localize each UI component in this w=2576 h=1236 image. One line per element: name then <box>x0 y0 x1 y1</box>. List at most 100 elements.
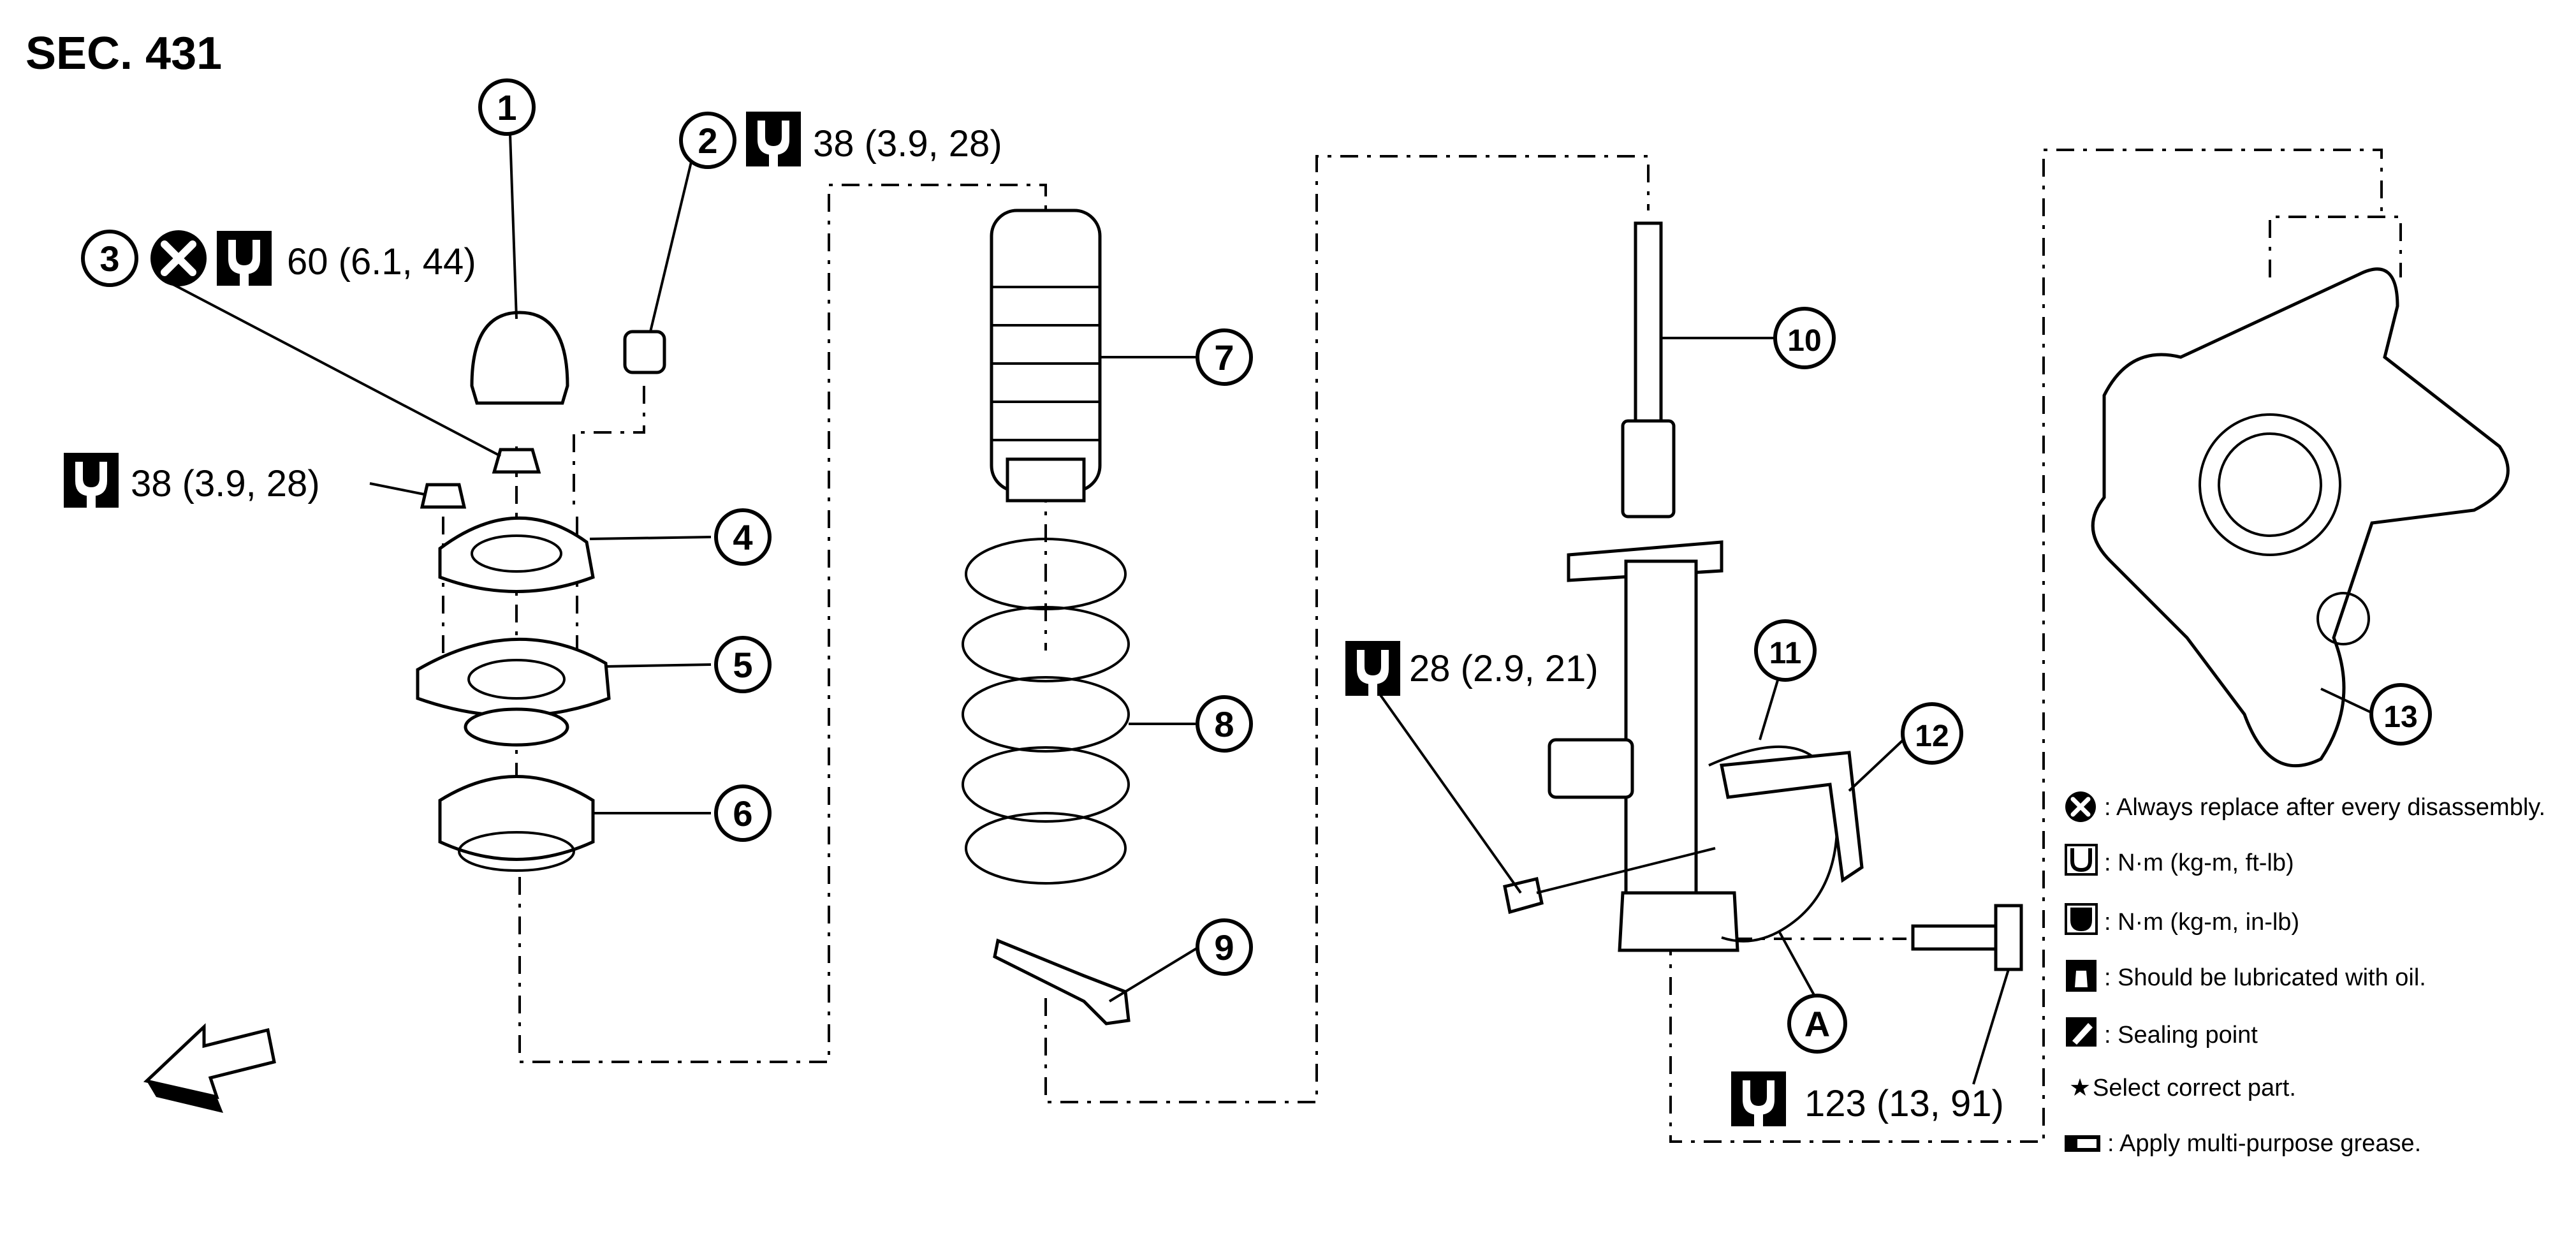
torque-label-nut-left: 38 (3.9, 28) <box>131 463 320 504</box>
svg-text:6: 6 <box>733 793 752 834</box>
callout-4: 4 <box>714 508 772 566</box>
callout-13: 13 <box>2369 683 2432 746</box>
nut-part-left <box>420 483 467 509</box>
mount-plate-part <box>438 516 595 593</box>
insulator-dash-line <box>573 386 645 510</box>
dust-cap-part <box>470 311 569 405</box>
legend-sealing-point-icon <box>2066 1017 2097 1047</box>
torque-wrench-icon-nut-left <box>64 453 119 508</box>
strut-bolt-mid <box>1503 876 1544 915</box>
vehicle-front-arrow-icon <box>143 1023 276 1100</box>
callout-7: 7 <box>1196 328 1253 386</box>
svg-text:5: 5 <box>733 645 752 685</box>
leader-bolt-bottom <box>1972 969 2010 1085</box>
legend-torque-ft-lb-icon <box>2065 844 2098 876</box>
callout-1: 1 <box>478 78 536 136</box>
knuckle-hub-bore <box>2199 413 2341 556</box>
leader-A <box>1778 931 1815 996</box>
torque-label-3: 60 (6.1, 44) <box>287 241 476 283</box>
svg-text:8: 8 <box>1214 704 1234 744</box>
legend-grease-icon <box>2065 1135 2100 1152</box>
strut-bracket-part <box>1618 891 1739 952</box>
legend-text-oil: : Should be lubricated with oil. <box>2104 964 2426 991</box>
strut-mount-part <box>416 637 611 717</box>
strut-mount-bearing <box>464 707 569 747</box>
leader-5 <box>605 663 712 668</box>
svg-text:7: 7 <box>1214 337 1234 378</box>
svg-text:1: 1 <box>497 87 516 128</box>
torque-wrench-icon-bolt-mid <box>1345 641 1400 696</box>
callout-10: 10 <box>1773 307 1836 369</box>
svg-text:12: 12 <box>1915 719 1949 753</box>
leader-13 <box>2320 688 2376 716</box>
leader-9 <box>1108 946 1200 1003</box>
insulator-part <box>623 330 666 374</box>
callout-12: 12 <box>1901 702 1963 765</box>
callout-A: A <box>1787 994 1847 1054</box>
legend: : Always replace after every disassembly… <box>2065 791 2545 1157</box>
callout-3: 3 <box>81 230 138 287</box>
torque-wrench-icon-bolt-bottom <box>1731 1071 1786 1126</box>
leader-4 <box>589 536 712 540</box>
leader-bolt-mid <box>1379 694 1522 894</box>
torque-label-bolt-mid: 28 (2.9, 21) <box>1409 648 1599 689</box>
lower-spring-seat-part <box>993 938 1131 1026</box>
leader-11 <box>1759 675 1780 740</box>
spring-seat-part <box>438 775 595 861</box>
strut-mount-center <box>467 659 566 700</box>
coil-spring-part <box>962 538 1130 885</box>
replace-x-icon <box>150 230 207 286</box>
torque-label-2: 38 (3.9, 28) <box>813 123 1002 165</box>
callout-11: 11 <box>1754 619 1817 682</box>
leader-12 <box>1848 739 1905 792</box>
torque-wrench-icon-2 <box>746 112 801 166</box>
piston-rod-part <box>1634 221 1663 429</box>
legend-text-replace: : Always replace after every disassembly… <box>2104 794 2545 821</box>
legend-oil-can-icon <box>2066 960 2097 992</box>
leader-2 <box>649 159 693 332</box>
legend-text-torque-in-lb: : N·m (kg-m, in-lb) <box>2104 909 2299 936</box>
torque-wrench-icon-3 <box>217 231 272 286</box>
callout-6: 6 <box>714 784 772 842</box>
legend-text-sealing: : Sealing point <box>2104 1022 2258 1048</box>
svg-text:A: A <box>1804 1004 1830 1044</box>
svg-text:9: 9 <box>1214 927 1234 967</box>
svg-text:10: 10 <box>1787 324 1821 358</box>
sensor-harness-part <box>1708 746 1839 943</box>
leader-3 <box>165 279 501 457</box>
svg-text:3: 3 <box>99 239 119 279</box>
callout-5: 5 <box>714 636 772 693</box>
assembly-dash-line-3 <box>1669 149 2383 1143</box>
legend-replace-icon <box>2065 791 2096 822</box>
strut-bolt-bottom-head <box>1994 904 2023 971</box>
harness-bracket-part <box>1720 751 1864 883</box>
svg-text:11: 11 <box>1769 636 1802 670</box>
svg-text:4: 4 <box>733 517 752 557</box>
legend-torque-in-lb-icon <box>2065 903 2098 935</box>
leader-nut-left <box>369 482 425 496</box>
mount-plate-hole <box>471 534 562 573</box>
torque-label-bolt-bottom: 123 (13, 91) <box>1804 1083 2004 1124</box>
legend-star-icon: ★ <box>2069 1075 2091 1101</box>
svg-text:13: 13 <box>2383 700 2417 734</box>
spring-seat-ring <box>458 831 575 872</box>
leader-1 <box>509 133 518 320</box>
bound-bumper-base <box>1006 457 1086 503</box>
assembly-dash-line-2 <box>1044 155 1650 1103</box>
assembly-dash-line-1 <box>518 184 1047 1063</box>
section-title: SEC. 431 <box>26 28 222 79</box>
legend-text-grease: : Apply multi-purpose grease. <box>2107 1130 2421 1157</box>
strut-spring-perch <box>1548 738 1634 799</box>
knuckle-lower-hole <box>2316 592 2370 645</box>
callout-8: 8 <box>1196 695 1253 753</box>
knuckle-mount-dash-box <box>2269 216 2402 277</box>
steering-knuckle-part <box>2091 267 2510 768</box>
bound-bumper-part <box>990 209 1102 493</box>
strut-bolt-mid-shank <box>1536 847 1716 894</box>
knuckle-hub-inner <box>2218 432 2322 537</box>
mount-nut-part <box>492 448 541 474</box>
strut-upper-body <box>1621 419 1676 519</box>
legend-text-select-part: Select correct part. <box>2093 1075 2296 1101</box>
legend-text-torque-ft-lb: : N·m (kg-m, ft-lb) <box>2104 850 2294 876</box>
